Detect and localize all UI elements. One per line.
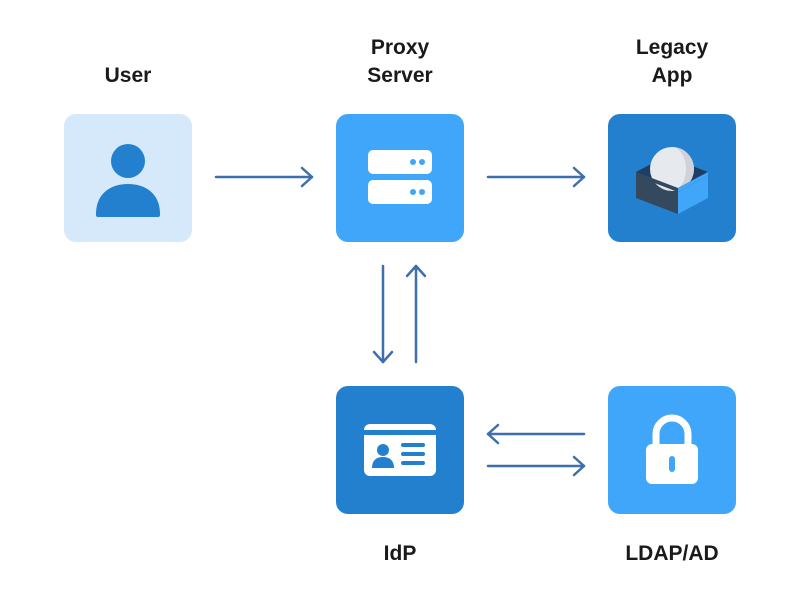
legacy-app-icon	[636, 147, 708, 214]
arrow-user-to-proxy	[214, 166, 314, 188]
proxy-server-node	[336, 114, 464, 242]
legacy-app-node	[608, 114, 736, 242]
arrow-proxy-to-idp	[372, 264, 394, 364]
proxy-server-label: Proxy Server	[367, 36, 433, 87]
lock-icon	[646, 414, 698, 484]
idp-label: IdP	[383, 542, 417, 565]
arrow-idp-to-proxy	[405, 264, 427, 364]
user-label: User	[104, 64, 152, 87]
user-node	[64, 114, 192, 242]
ldap-ad-label: LDAP/AD	[625, 542, 719, 565]
ldap-ad-node	[608, 386, 736, 514]
id-card-icon	[364, 424, 436, 476]
server-icon	[368, 150, 432, 204]
arrow-proxy-to-legacy	[486, 166, 586, 188]
idp-node	[336, 386, 464, 514]
legacy-app-label: Legacy App	[635, 36, 709, 87]
arrow-ldap-to-idp	[486, 423, 586, 445]
arrow-idp-to-ldap	[486, 455, 586, 477]
user-icon	[96, 144, 160, 217]
